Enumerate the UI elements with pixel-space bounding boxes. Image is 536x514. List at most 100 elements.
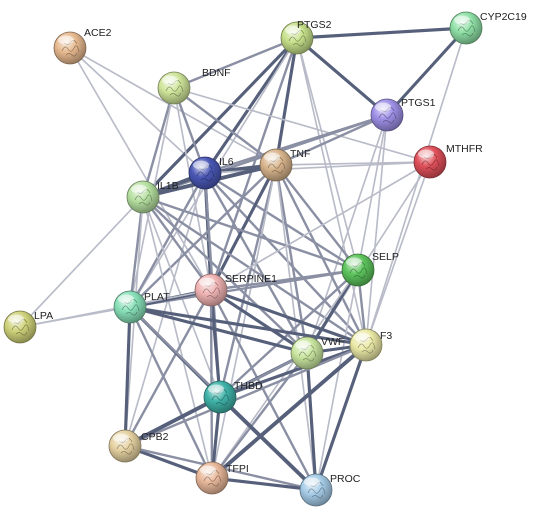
edge-ptgs2-cyp2c19 [295, 26, 468, 40]
node-label-ptgs2: PTGS2 [297, 19, 332, 31]
edge-plat-lpa [19, 306, 131, 328]
edge-serpine1-cpb2 [123, 288, 213, 448]
node-label-tfpi: TFPI [226, 463, 249, 475]
node-thbd[interactable]: THBD [203, 380, 263, 414]
node-highlight [131, 184, 147, 194]
edge-selp-proc [315, 269, 359, 491]
node-label-il1b: IL1B [157, 180, 179, 192]
edge-thbd-cpb2 [123, 395, 222, 448]
edge-bdnf-tnf [172, 86, 278, 167]
edge-ace2-tnf [69, 47, 277, 166]
node-f3[interactable]: F3 [349, 328, 392, 362]
node-label-ace2: ACE2 [84, 27, 112, 39]
node-label-plat: PLAT [144, 291, 170, 303]
node-vwf[interactable]: VWF [290, 336, 344, 370]
node-highlight [418, 149, 434, 159]
edge-vwf-proc [305, 351, 318, 492]
network-edges [19, 26, 468, 492]
node-proc[interactable]: PROC [299, 473, 361, 507]
node-ptgs2[interactable]: PTGS2 [280, 19, 332, 55]
node-label-f3: F3 [380, 330, 392, 342]
edge-ptgs2-bdnf [172, 36, 299, 90]
node-highlight [208, 384, 224, 394]
edge-il6-f3 [203, 171, 368, 347]
node-label-thbd: THBD [234, 380, 263, 392]
edge-plat-tfpi [128, 305, 214, 480]
node-label-cpb2: CPB2 [141, 431, 169, 443]
edge-il1b-selp [141, 195, 360, 272]
edge-ptgs2-ptgs1 [295, 36, 389, 117]
edge-il1b-lpa [19, 196, 144, 328]
node-label-lpa: LPA [34, 310, 53, 322]
node-highlight [354, 332, 370, 342]
node-lpa[interactable]: LPA [3, 310, 53, 344]
node-tfpi[interactable]: TFPI [195, 461, 249, 495]
node-highlight [454, 15, 470, 25]
edge-f3-thbd [218, 343, 368, 399]
edge-tnf-mthfr [275, 161, 431, 166]
edge-tnf-tfpi [211, 164, 277, 479]
node-highlight [375, 102, 391, 112]
node-mthfr[interactable]: MTHFR [413, 143, 483, 179]
node-highlight [118, 294, 134, 304]
edge-serpine1-vwf [209, 288, 309, 355]
edge-il6-cpb2 [124, 172, 206, 447]
edge-mthfr-serpine1 [210, 161, 431, 291]
node-cyp2c19[interactable]: CYP2C19 [449, 11, 527, 45]
edge-f3-tfpi [210, 343, 368, 480]
node-ace2[interactable]: ACE2 [53, 27, 112, 65]
node-label-cyp2c19: CYP2C19 [480, 11, 527, 23]
edge-tnf-thbd [218, 163, 278, 399]
edge-ptgs1-tnf [274, 113, 389, 167]
node-label-tnf: TNF [290, 148, 310, 160]
node-highlight [193, 160, 209, 170]
edge-mthfr-f3 [365, 161, 431, 346]
node-tnf[interactable]: TNF [259, 148, 310, 182]
edge-vwf-tfpi [210, 351, 309, 480]
edge-ptgs2-tnf [274, 36, 299, 167]
node-highlight [346, 257, 362, 267]
node-highlight [264, 152, 280, 162]
node-highlight [162, 75, 178, 85]
edge-serpine1-thbd [209, 288, 222, 399]
edge-f3-cpb2 [123, 343, 368, 448]
node-label-vwf: VWF [321, 336, 344, 348]
edge-cyp2c19-f3 [365, 27, 467, 346]
edge-ptgs1-f3 [365, 114, 388, 346]
node-plat[interactable]: PLAT [113, 290, 170, 324]
edge-plat-vwf [128, 305, 309, 355]
edge-tfpi-proc [210, 476, 318, 492]
node-highlight [200, 465, 216, 475]
node-serpine1[interactable]: SERPINE1 [194, 273, 277, 307]
edge-il6-selp [203, 171, 360, 272]
node-il6[interactable]: IL6 [188, 156, 234, 190]
node-selp[interactable]: SELP [341, 251, 399, 287]
node-label-ptgs1: PTGS1 [401, 97, 436, 109]
edge-ptgs2-il1b [141, 36, 299, 199]
node-label-bdnf: BDNF [202, 67, 231, 79]
node-highlight [199, 277, 215, 287]
node-ptgs1[interactable]: PTGS1 [370, 97, 436, 132]
node-label-proc: PROC [330, 473, 361, 485]
node-bdnf[interactable]: BDNF [157, 67, 231, 105]
edge-ptgs2-f3 [296, 37, 367, 346]
edge-il1b-tfpi [142, 196, 213, 479]
node-highlight [58, 35, 74, 45]
edge-il1b-serpine1 [141, 195, 213, 292]
node-highlight [8, 314, 24, 324]
edge-serpine1-f3 [209, 288, 368, 347]
node-label-il6: IL6 [219, 156, 234, 168]
edge-bdnf-il1b [141, 86, 176, 199]
node-label-serpine1: SERPINE1 [225, 273, 277, 285]
node-highlight [295, 340, 311, 350]
edge-bdnf-mthfr [173, 87, 431, 163]
node-cpb2[interactable]: CPB2 [108, 429, 169, 463]
edge-il1b-plat [128, 195, 145, 309]
node-highlight [285, 25, 301, 35]
edge-ptgs1-selp [357, 114, 388, 271]
edge-ptgs2-il6 [203, 36, 299, 175]
edge-il1b-vwf [141, 195, 309, 355]
node-il1b[interactable]: IL1B [126, 180, 179, 214]
